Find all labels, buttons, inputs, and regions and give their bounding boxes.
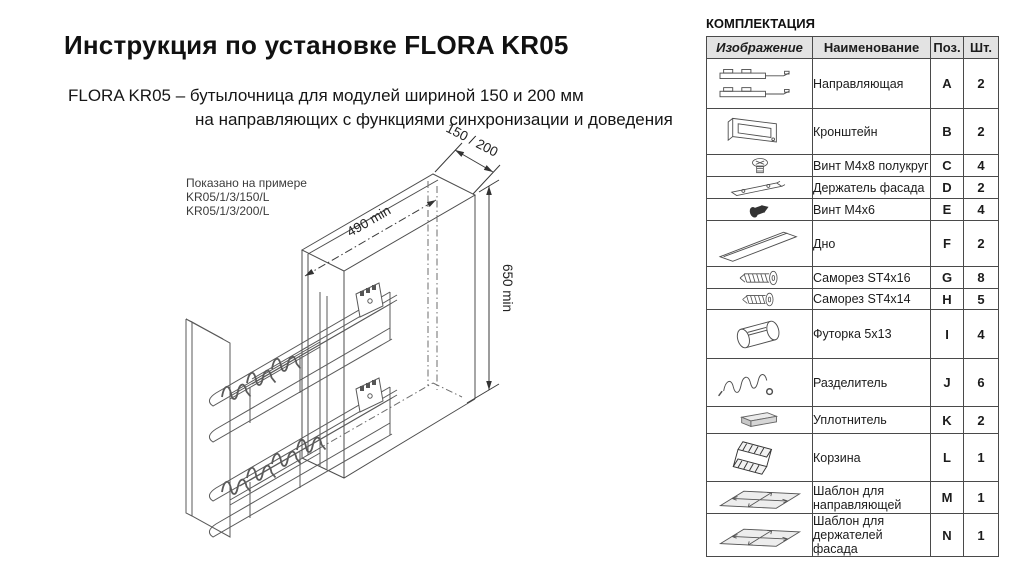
facade-holder-icon (730, 180, 785, 196)
part-position: G (930, 266, 964, 289)
intro-text: FLORA KR05 – бутылочница для модулей шир… (68, 84, 673, 132)
part-name: Держатель фасада (812, 176, 931, 199)
part-qty: 1 (963, 433, 999, 482)
column-header-name: Наименование (812, 36, 931, 59)
template-icon (718, 490, 801, 509)
part-name: Винт М4х8 полукруг (812, 154, 931, 177)
column-header-image: Изображение (706, 36, 813, 59)
part-position: E (930, 198, 964, 221)
part-row-j: Разделитель J 6 (706, 358, 999, 407)
part-qty: 1 (963, 513, 999, 557)
part-row-n: Шаблон для держателей фасада N 1 (706, 513, 999, 557)
seal-pad-icon (739, 412, 778, 428)
part-row-f: Дно F 2 (706, 220, 999, 267)
bracket-icon (727, 117, 777, 143)
part-qty: 4 (963, 309, 999, 359)
part-position: H (930, 288, 964, 310)
part-name: Шаблон для направляющей (812, 481, 931, 514)
part-name: Саморез ST4x16 (812, 266, 931, 289)
column-header-pos: Поз. (930, 36, 964, 59)
part-qty: 2 (963, 406, 999, 434)
dim-depth-label: 490 min (344, 203, 393, 240)
screw-m4x6-icon (749, 204, 769, 218)
parts-list-title: КОМПЛЕКТАЦИЯ (706, 16, 815, 31)
part-position: B (930, 108, 964, 155)
part-qty: 6 (963, 358, 999, 407)
part-name: Корзина (812, 433, 931, 482)
cabinet-outline (300, 173, 477, 479)
part-position: C (930, 154, 964, 177)
wire-divider-icon (717, 373, 773, 396)
part-qty: 2 (963, 108, 999, 155)
upper-basket (208, 282, 398, 443)
part-qty: 2 (963, 58, 999, 109)
part-position: L (930, 433, 964, 482)
example-note: Показано на примере KR05/1/3/150/L KR05/… (186, 176, 307, 218)
bottom-panel-icon (718, 231, 798, 262)
part-name: Шаблон для держателей фасада (812, 513, 931, 557)
parts-table-header: Изображение Наименование Поз. Шт. (706, 36, 999, 59)
part-name: Винт М4х6 (812, 198, 931, 221)
part-qty: 4 (963, 198, 999, 221)
part-name: Направляющая (812, 58, 931, 109)
pullout-unit (185, 282, 398, 538)
example-model-2: KR05/1/3/200/L (186, 204, 270, 218)
self-tapping-screw-icon (741, 292, 773, 306)
sleeve-icon (736, 320, 779, 349)
page-title: Инструкция по установке FLORA KR05 (64, 30, 569, 60)
part-qty: 2 (963, 176, 999, 199)
part-name: Футорка 5х13 (812, 309, 931, 359)
part-name: Разделитель (812, 358, 931, 407)
intro-line-1: FLORA KR05 – бутылочница для модулей шир… (68, 86, 584, 105)
self-tapping-screw-icon (739, 270, 777, 285)
basket-icon (732, 440, 772, 475)
lower-basket (208, 377, 398, 538)
part-row-c: Винт М4х8 полукруг C 4 (706, 154, 999, 177)
part-row-i: Футорка 5х13 I 4 (706, 309, 999, 359)
parts-table: Изображение Наименование Поз. Шт. Направ… (706, 36, 999, 557)
dimension-lines: 490 min 150 / 200 650 min (304, 120, 515, 404)
template-icon (718, 528, 801, 547)
intro-line-2: на направляющих с функциями синхронизаци… (195, 110, 673, 129)
part-qty: 2 (963, 220, 999, 267)
part-row-b: Кронштейн B 2 (706, 108, 999, 155)
part-position: N (930, 513, 964, 557)
part-position: I (930, 309, 964, 359)
part-row-h: Саморез ST4x14 H 5 (706, 288, 999, 310)
part-position: D (930, 176, 964, 199)
part-position: A (930, 58, 964, 109)
part-row-l: Корзина L 1 (706, 433, 999, 482)
facade-panel (185, 318, 231, 538)
part-row-d: Держатель фасада D 2 (706, 176, 999, 199)
example-note-line: Показано на примере (186, 176, 307, 190)
part-position: M (930, 481, 964, 514)
round-head-screw-icon (751, 157, 768, 173)
part-position: F (930, 220, 964, 267)
part-name: Уплотнитель (812, 406, 931, 434)
part-row-a: Направляющая A 2 (706, 58, 999, 109)
part-qty: 1 (963, 481, 999, 514)
part-row-g: Саморез ST4x16 G 8 (706, 266, 999, 289)
part-name: Дно (812, 220, 931, 267)
dim-height-label: 650 min (500, 264, 515, 312)
part-qty: 5 (963, 288, 999, 310)
part-position: J (930, 358, 964, 407)
parts-list: КОМПЛЕКТАЦИЯ Изображение Наименование По… (706, 16, 999, 557)
part-position: K (930, 406, 964, 434)
part-name: Кронштейн (812, 108, 931, 155)
part-name: Саморез ST4x14 (812, 288, 931, 310)
column-header-qty: Шт. (963, 36, 999, 59)
part-row-m: Шаблон для направляющей M 1 (706, 481, 999, 514)
part-qty: 4 (963, 154, 999, 177)
part-row-e: Винт М4х6 E 4 (706, 198, 999, 221)
example-model-1: KR05/1/3/150/L (186, 190, 270, 204)
part-qty: 8 (963, 266, 999, 289)
slide-rail-icon (719, 68, 790, 97)
part-row-k: Уплотнитель K 2 (706, 406, 999, 434)
